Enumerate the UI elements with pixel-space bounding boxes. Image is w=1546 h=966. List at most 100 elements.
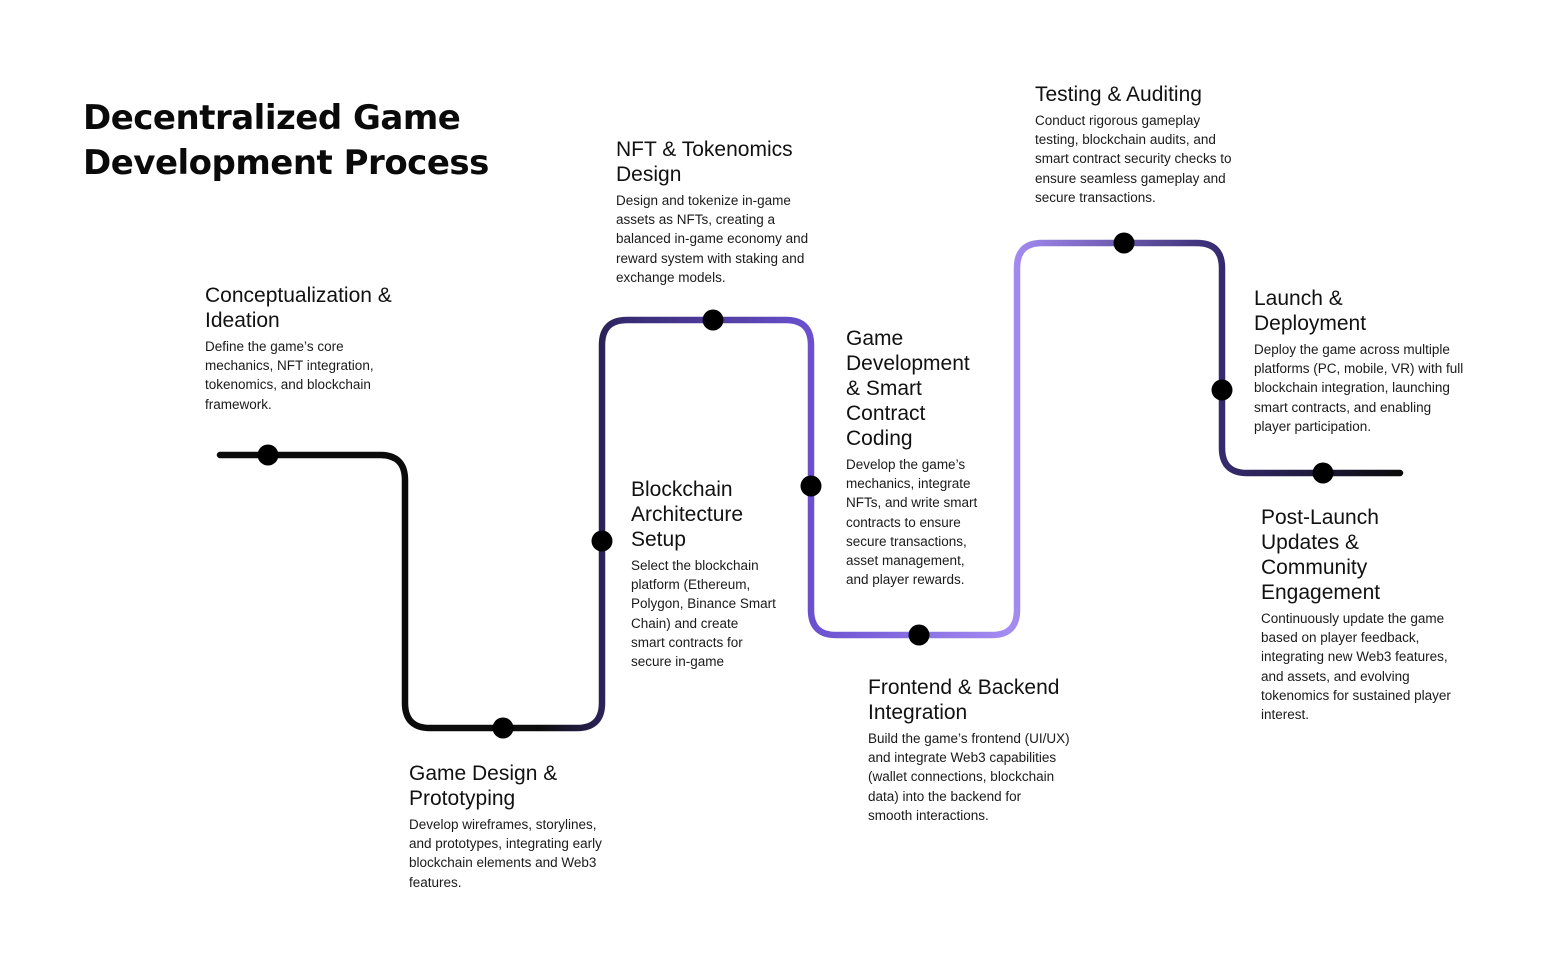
step-title-line: Ideation (205, 309, 280, 332)
step-desc-line: framework. (205, 396, 272, 412)
step-desc-line: integrating new Web3 features, (1261, 649, 1448, 665)
step-node-3 (591, 530, 613, 552)
step-desc-line: secure transactions. (1035, 189, 1156, 205)
step-description: Develop wireframes, storylines, and prot… (409, 815, 602, 892)
title-line-2: Development Process (83, 143, 489, 183)
step-desc-line: Design and tokenize in-game (616, 193, 791, 208)
step-description: Conduct rigorous gameplay testing, block… (1035, 111, 1232, 207)
step-desc-line: blockchain elements and Web3 (409, 855, 597, 871)
step-nft-tokenomics: NFT & Tokenomics Design Design and token… (616, 137, 808, 287)
step-title-line: Coding (846, 427, 913, 450)
step-title-line: Setup (631, 528, 686, 551)
step-description: Continuously update the game based on pl… (1261, 609, 1451, 724)
step-title-line: Updates & (1261, 531, 1360, 554)
step-desc-line: secure transactions, (846, 533, 967, 549)
step-desc-line: reward system with staking and (616, 250, 805, 266)
step-desc-line: blockchain integration, launching (1254, 380, 1450, 396)
step-desc-line: and assets, and evolving (1261, 668, 1410, 684)
step-desc-line: testing, blockchain audits, and (1035, 132, 1216, 148)
step-desc-line: balanced in-game economy and (616, 231, 809, 247)
step-desc-line: smooth interactions. (868, 807, 989, 823)
step-nodes (257, 232, 1334, 739)
step-desc-line: Develop the game’s (846, 457, 966, 472)
step-title-line: Testing & Auditing (1035, 83, 1202, 106)
step-frontend-backend: Frontend & Backend Integration Build the… (868, 675, 1070, 825)
step-title-line: Development (846, 352, 970, 375)
step-desc-line: Select the blockchain (631, 558, 759, 573)
step-launch-deployment: Launch & Deployment Deploy the game acro… (1254, 286, 1463, 436)
step-desc-line: Polygon, Binance Smart (631, 596, 776, 612)
step-node-9 (1312, 462, 1334, 484)
step-node-6 (908, 624, 930, 646)
step-desc-line: tokenomics for sustained player (1261, 687, 1451, 703)
step-desc-line: assets as NFTs, creating a (616, 212, 776, 228)
step-desc-line: and integrate Web3 capabilities (868, 750, 1057, 766)
step-desc-line: based on player feedback, (1261, 630, 1420, 646)
page-title: Decentralized Game Development Process (83, 96, 543, 186)
step-node-7 (1113, 232, 1135, 254)
step-description: Build the game’s frontend (UI/UX) and in… (868, 729, 1070, 825)
title-line-1: Decentralized Game (83, 98, 461, 138)
step-desc-line: and prototypes, integrating early (409, 836, 602, 852)
step-title: Frontend & Backend Integration (868, 675, 1070, 725)
step-title-line: Architecture (631, 503, 744, 526)
step-title-line: Conceptualization & (205, 284, 392, 307)
step-node-5 (800, 475, 822, 497)
step-game-design: Game Design & Prototyping Develop wirefr… (409, 761, 602, 892)
step-desc-line: Chain) and create (631, 615, 739, 631)
step-desc-line: ensure seamless gameplay and (1035, 170, 1226, 186)
step-title-line: Engagement (1261, 581, 1381, 604)
step-desc-line: smart contracts for (631, 634, 743, 650)
step-desc-line: smart contract security checks to (1035, 151, 1232, 167)
step-title: Blockchain Architecture Setup (631, 477, 776, 552)
step-title-line: Blockchain (631, 478, 733, 501)
step-blockchain-architecture: Blockchain Architecture Setup Select the… (631, 477, 776, 671)
step-desc-line: platforms (PC, mobile, VR) with full (1254, 361, 1464, 377)
step-title-line: Launch & (1254, 287, 1343, 310)
step-title-line: Integration (868, 701, 968, 724)
step-title-line: Frontend & Backend (868, 676, 1060, 699)
step-desc-line: contracts to ensure (846, 514, 961, 530)
step-title-line: Post-Launch (1261, 506, 1379, 529)
step-desc-line: player participation. (1254, 418, 1372, 434)
step-desc-line: features. (409, 874, 462, 890)
step-title-line: & Smart (846, 377, 922, 400)
step-desc-line: data) into the backend for (868, 788, 1022, 804)
step-game-development: Game Development & Smart Contract Coding… (846, 326, 977, 589)
step-title: Conceptualization & Ideation (205, 283, 392, 333)
step-desc-line: mechanics, NFT integration, (205, 358, 374, 374)
step-desc-line: (wallet connections, blockchain (868, 769, 1055, 785)
step-description: Select the blockchain platform (Ethereum… (631, 556, 776, 671)
step-desc-line: Define the game’s core (205, 339, 344, 354)
step-title: Game Design & Prototyping (409, 761, 602, 811)
step-desc-line: NFTs, and write smart (846, 495, 978, 511)
step-description: Develop the game’s mechanics, integrate … (846, 455, 977, 589)
step-desc-line: asset management, (846, 553, 965, 569)
step-title-line: Design (616, 163, 682, 186)
step-title: NFT & Tokenomics Design (616, 137, 808, 187)
step-title: Testing & Auditing (1035, 82, 1232, 107)
step-title-line: Game (846, 327, 904, 350)
step-node-2 (492, 717, 514, 739)
step-desc-line: exchange models. (616, 269, 726, 285)
step-desc-line: Develop wireframes, storylines, (409, 817, 597, 832)
step-description: Define the game’s core mechanics, NFT in… (205, 337, 392, 414)
step-desc-line: platform (Ethereum, (631, 577, 751, 593)
step-description: Deploy the game across multiple platform… (1254, 340, 1463, 436)
step-desc-line: mechanics, integrate (846, 476, 971, 492)
step-desc-line: and player rewards. (846, 572, 965, 588)
step-desc-line: Continuously update the game (1261, 611, 1445, 626)
step-desc-line: Conduct rigorous gameplay (1035, 113, 1201, 128)
step-description: Design and tokenize in-game assets as NF… (616, 191, 808, 287)
step-post-launch: Post-Launch Updates & Community Engageme… (1261, 505, 1451, 724)
step-title-line: NFT & Tokenomics (616, 138, 793, 161)
step-desc-line: interest. (1261, 707, 1310, 723)
step-testing-auditing: Testing & Auditing Conduct rigorous game… (1035, 82, 1232, 207)
step-title-line: Game Design & (409, 762, 558, 785)
step-desc-line: smart contracts, and enabling (1254, 399, 1432, 415)
step-title-line: Community (1261, 556, 1368, 579)
step-title: Post-Launch Updates & Community Engageme… (1261, 505, 1451, 605)
step-node-4 (702, 309, 724, 331)
step-title-line: Prototyping (409, 787, 516, 810)
